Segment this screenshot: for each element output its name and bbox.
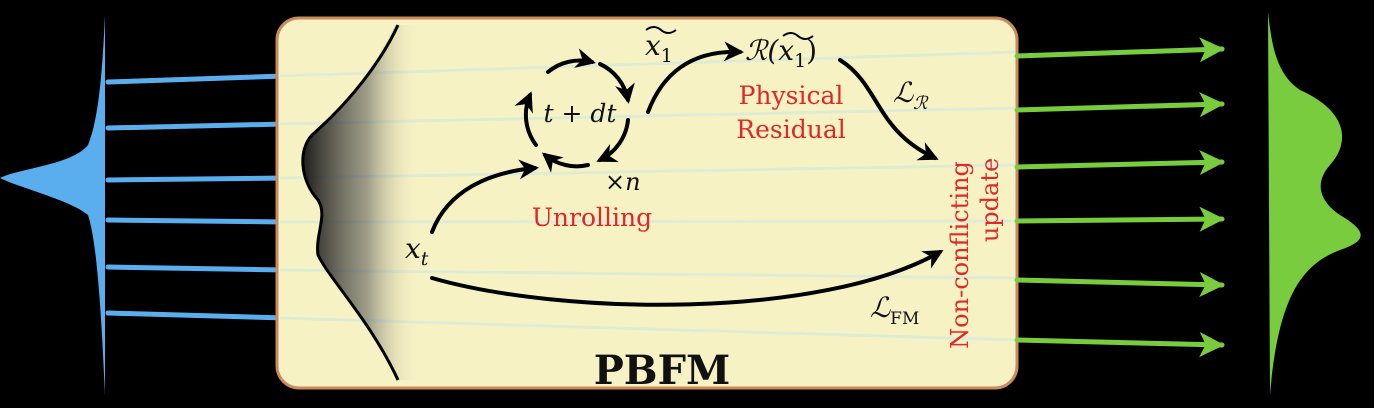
x1-tilde-label: x1 <box>645 26 677 67</box>
density-shading <box>302 25 420 380</box>
blue-line-3 <box>105 175 288 183</box>
loss-r-label: ℒℛ <box>893 76 929 114</box>
svg-text:x1: x1 <box>645 29 673 67</box>
blue-line-1 <box>105 73 288 85</box>
blue-distribution-curve <box>0 15 105 395</box>
svg-text:ℛ(x1): ℛ(x1) <box>745 34 817 72</box>
green-arrow-5 <box>1014 271 1225 297</box>
green-arrow-6 <box>1014 331 1225 357</box>
arrow-xt-to-loop <box>430 159 539 234</box>
physical-label: Physical <box>739 81 844 110</box>
residual-tilde-mark <box>782 32 814 40</box>
blue-line-4 <box>105 217 288 225</box>
green-arrow-2 <box>1014 92 1225 118</box>
unrolling-label: Unrolling <box>532 203 652 232</box>
update-label: update <box>976 158 1004 242</box>
blue-input-lines <box>105 73 288 321</box>
green-output-arrows <box>1014 37 1225 357</box>
residual-word-label: Residual <box>736 115 845 144</box>
arrow-loop-to-x1 <box>646 41 744 114</box>
flow-arrows <box>430 41 944 307</box>
green-arrow-1 <box>1014 37 1225 63</box>
green-arrow-3 <box>1014 150 1225 176</box>
page-title: PBFM <box>594 347 731 394</box>
loss-fm-label: ℒFM <box>870 291 919 329</box>
times-n-label: ×n <box>605 168 641 196</box>
green-distribution-curve <box>1268 12 1361 395</box>
density-curve <box>301 24 400 381</box>
unrolling-loop <box>514 48 635 173</box>
blue-line-2 <box>105 121 288 131</box>
residual-expression: ℛ(x1) <box>745 32 817 72</box>
blue-line-6 <box>105 310 288 321</box>
loop-step-label: t + dt <box>544 99 618 128</box>
blue-line-5 <box>105 264 288 273</box>
tilde-mark <box>645 26 677 34</box>
arrow-residual-to-update <box>838 58 939 161</box>
green-arrow-4 <box>1014 206 1225 232</box>
nonconflicting-label: Non-conflicting <box>946 161 974 349</box>
arrow-xt-to-update <box>430 250 944 307</box>
xt-label: xt <box>405 232 429 270</box>
